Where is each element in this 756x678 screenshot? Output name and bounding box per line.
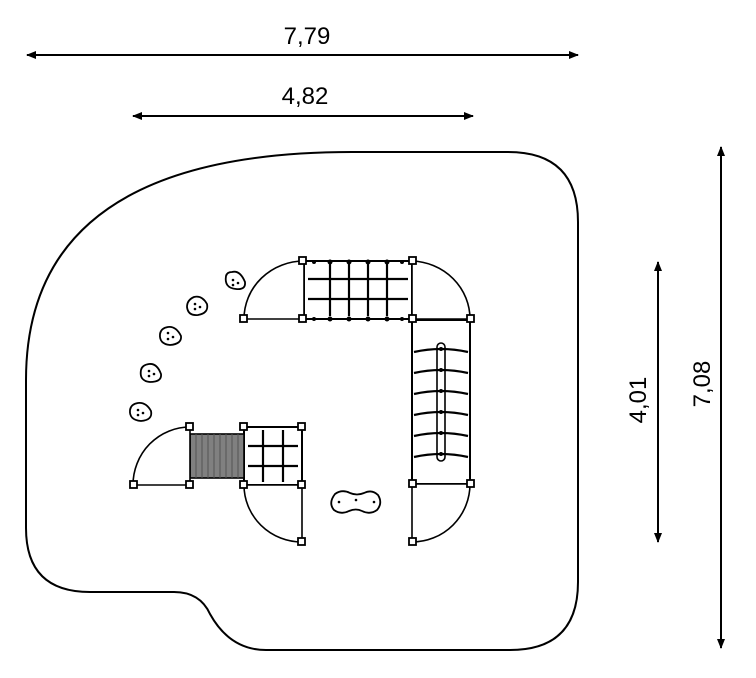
climbing-hold-icon: [186, 295, 209, 316]
bottom-net-frame: [243, 426, 303, 486]
dimension-total-width: 7,79: [26, 23, 579, 59]
bottom-net-section: [243, 426, 303, 486]
dimension-label-total-depth: 7,08: [689, 361, 716, 408]
top-net-section: [303, 259, 413, 322]
posts: [129, 256, 475, 546]
top-left-deck: [243, 260, 305, 320]
dimension-total-depth: 7,08: [689, 146, 725, 649]
climbing-hold-icon: [139, 363, 162, 383]
tunnel-body: [189, 433, 245, 479]
climbing-hold-icon: [224, 270, 246, 291]
left-deck: [132, 426, 191, 486]
right-net-center-rail: [436, 342, 446, 462]
bottom-center-deck: [243, 484, 303, 543]
climbing-hold-icon: [129, 402, 153, 422]
top-net-frame: [303, 260, 413, 320]
stepping-stone-icon: [330, 490, 382, 514]
climbing-holds: [129, 270, 246, 422]
dimension-equipment-depth: 4,01: [625, 261, 662, 543]
crawl-tunnel: [189, 433, 245, 479]
dimension-label-equipment-width: 4,82: [282, 83, 329, 110]
safety-zone-outline: [25, 151, 579, 651]
dimension-equipment-width: 4,82: [132, 83, 474, 120]
right-net-section: [411, 319, 471, 485]
dimension-label-total-width: 7,79: [284, 23, 331, 50]
top-right-deck: [411, 260, 471, 320]
climbing-hold-icon: [159, 326, 182, 346]
bottom-right-deck: [411, 483, 471, 543]
dimension-label-equipment-depth: 4,01: [625, 377, 652, 424]
